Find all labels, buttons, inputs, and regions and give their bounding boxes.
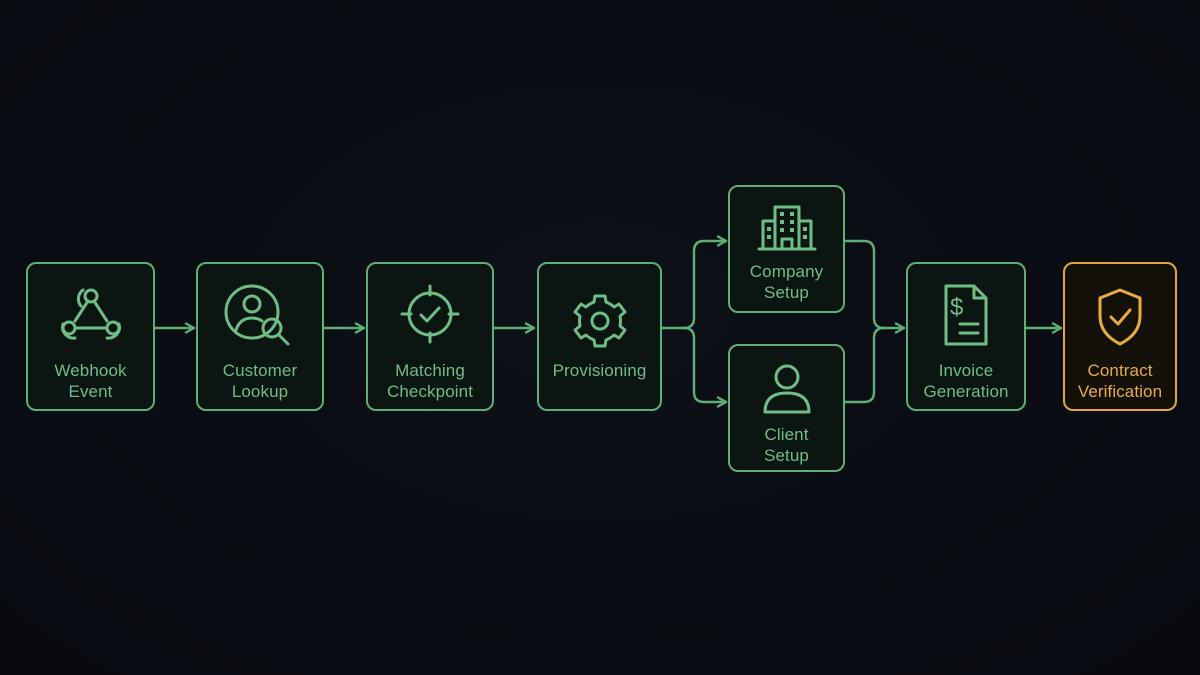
label-line: Customer xyxy=(222,361,298,380)
node-invoice-generation[interactable]: $ Invoice Generation xyxy=(906,262,1026,411)
label-line: Lookup xyxy=(231,382,289,401)
building-icon xyxy=(757,205,816,251)
node-client-setup[interactable]: Client Setup xyxy=(728,344,845,472)
shield-check-icon xyxy=(1098,288,1142,346)
invoice-icon: $ xyxy=(944,284,988,346)
arrow-company-to-invoice xyxy=(843,239,906,334)
gear-icon xyxy=(573,294,626,348)
node-matching-checkpoint[interactable]: Matching Checkpoint xyxy=(366,262,494,411)
label-line: Client xyxy=(764,425,809,444)
target-check-icon xyxy=(400,284,460,344)
label-line: Checkpoint xyxy=(386,382,474,401)
arrow-provisioning-to-client xyxy=(682,326,728,408)
svg-text:$: $ xyxy=(950,294,963,321)
label-line: Webhook xyxy=(54,361,127,380)
label-line: Company xyxy=(749,262,824,281)
label-line: Provisioning xyxy=(552,361,647,380)
node-customer-lookup[interactable]: Customer Lookup xyxy=(196,262,324,411)
label-line: Contract xyxy=(1087,361,1153,380)
node-contract-verification[interactable]: Contract Verification xyxy=(1063,262,1177,411)
webhook-icon xyxy=(60,288,121,340)
node-company-setup[interactable]: Company Setup xyxy=(728,185,845,313)
label-line: Generation xyxy=(923,382,1009,401)
label-line: Verification xyxy=(1077,382,1163,401)
arrow-provisioning-to-company xyxy=(660,235,728,330)
label-line: Invoice xyxy=(938,361,994,380)
label-line: Event xyxy=(68,382,113,401)
user-search-icon xyxy=(224,284,290,346)
node-provisioning[interactable]: Provisioning xyxy=(537,262,662,411)
label-line: Matching xyxy=(395,361,465,380)
label-line: Setup xyxy=(764,283,809,302)
arrow-client-to-invoice xyxy=(843,326,886,404)
node-webhook-event[interactable]: Webhook Event xyxy=(26,262,155,411)
label-line: Setup xyxy=(764,446,809,465)
user-icon xyxy=(763,364,810,414)
